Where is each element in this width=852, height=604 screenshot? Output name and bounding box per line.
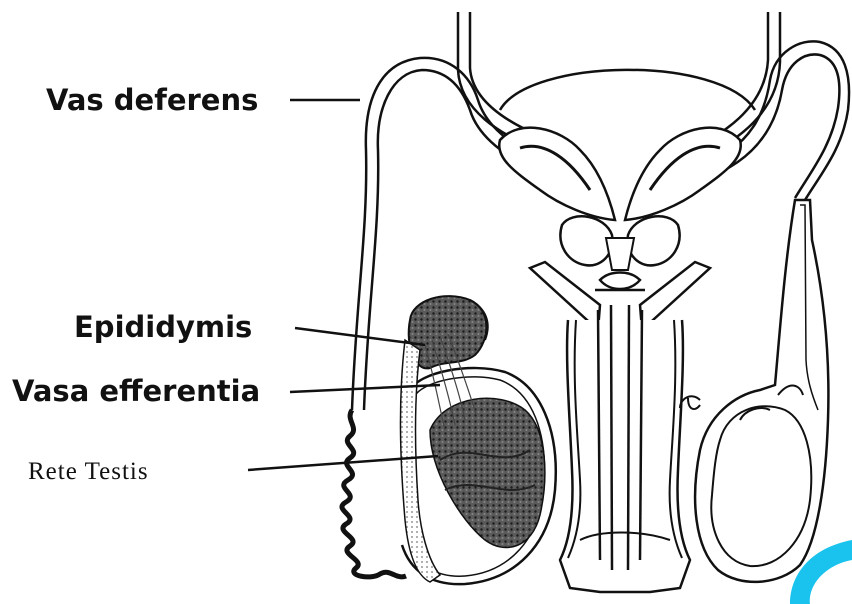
bladder-outline: [500, 70, 755, 110]
urethra-junction: [600, 273, 640, 290]
crus-right: [640, 262, 710, 330]
coiled-vas-deferens: [342, 410, 406, 577]
seminal-vesicle-left: [499, 128, 615, 220]
seminal-vesicle-right: [625, 128, 741, 220]
prostate-right: [628, 216, 680, 265]
prostate-left: [560, 216, 612, 265]
crus-left: [530, 262, 600, 330]
label-vasa-efferentia: Vasa efferentia: [12, 377, 260, 406]
label-epididymis: Epididymis: [74, 313, 252, 342]
label-vas-deferens: Vas deferens: [46, 86, 258, 115]
epididymis-leader: [295, 328, 425, 345]
label-rete-testis: Rete Testis: [28, 459, 149, 484]
